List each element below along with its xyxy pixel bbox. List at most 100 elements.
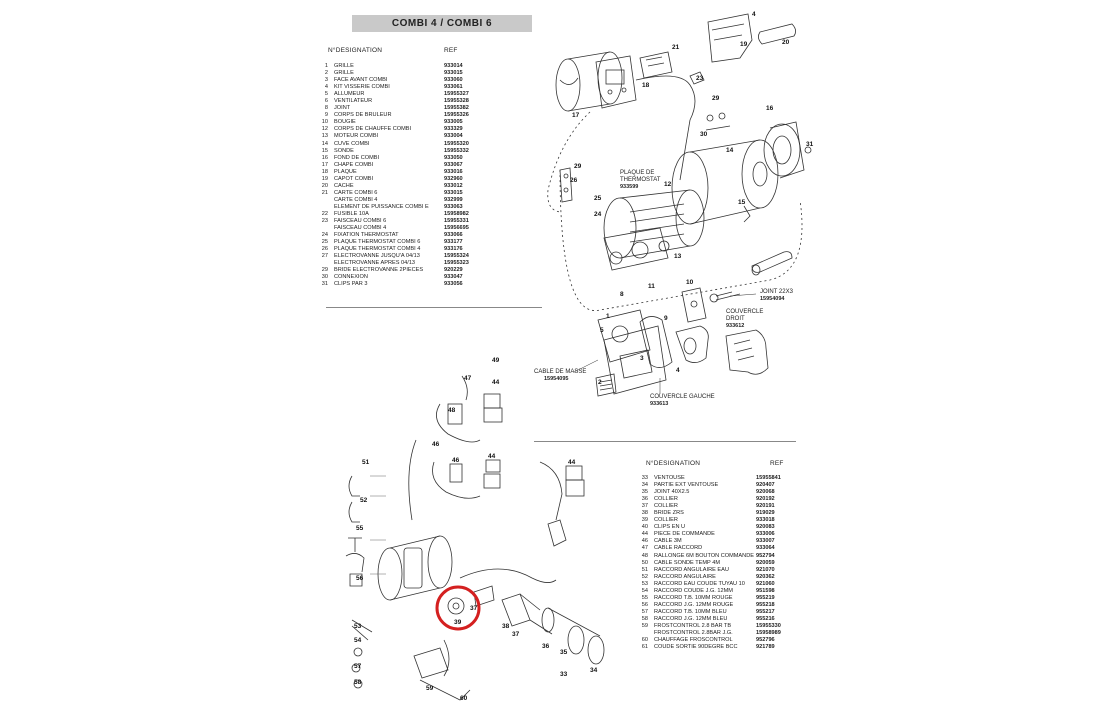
part-number: 27 xyxy=(321,253,328,260)
svg-text:38: 38 xyxy=(502,623,510,630)
part-designation: FAISCEAU COMBI 4 xyxy=(334,225,387,232)
svg-text:9: 9 xyxy=(664,315,668,322)
table1-header-designation: N°DESIGNATION xyxy=(328,47,383,54)
part-ref: 15955841 xyxy=(756,475,781,481)
svg-text:31: 31 xyxy=(806,141,814,148)
part-designation: GRILLE xyxy=(334,63,354,69)
part-designation: RACCORD T.B. 10MM BLEU xyxy=(654,608,727,615)
part-designation: COLLIER xyxy=(654,517,678,524)
part-ref: 15958982 xyxy=(444,210,469,217)
svg-text:24: 24 xyxy=(594,211,602,218)
part-designation: COUDE SORTIE 90DEGRE BCC xyxy=(654,644,738,651)
part-number: 56 xyxy=(641,601,648,608)
part-3-front-face xyxy=(603,325,667,395)
part-number: 9 xyxy=(324,112,328,119)
svg-text:34: 34 xyxy=(590,667,598,674)
svg-text:53: 53 xyxy=(354,623,362,630)
part-number: 38 xyxy=(641,510,648,517)
part-number: 47 xyxy=(641,545,648,552)
part-number: 30 xyxy=(321,274,328,281)
part-ref: 920407 xyxy=(756,482,775,489)
part-couvercle-gauche xyxy=(639,316,673,368)
part-ref: 921060 xyxy=(756,580,775,587)
part-designation: CACHE xyxy=(334,182,354,189)
part-ref: 955219 xyxy=(756,594,775,601)
svg-text:51: 51 xyxy=(362,459,370,466)
part-number: 16 xyxy=(321,154,328,161)
part-designation: CLIPS EN U xyxy=(654,524,686,531)
part-designation: FACE AVANT COMBI xyxy=(334,77,388,84)
table1-bottom-rule xyxy=(326,307,542,308)
parts-59-60 xyxy=(413,639,471,701)
part-designation: FROSTCONTROL 2.8BAR J.G. xyxy=(654,630,733,637)
part-designation: ELEMENT DE PUISSANCE COMBI E xyxy=(334,203,429,210)
part-number: 61 xyxy=(641,644,648,651)
svg-text:37: 37 xyxy=(470,605,478,612)
part-designation: CARTE COMBI 4 xyxy=(334,196,378,203)
svg-text:30: 30 xyxy=(700,131,708,138)
part-2-grille xyxy=(595,373,617,397)
part-19-capot xyxy=(707,13,753,63)
part-ref: 933063 xyxy=(444,203,463,210)
svg-text:19: 19 xyxy=(740,41,748,48)
callout-cable-masse-ref: 15954095 xyxy=(544,376,568,382)
part-number: 33 xyxy=(641,475,648,481)
part-designation: CAPOT COMBI xyxy=(334,175,374,182)
part-designation: VENTILATEUR xyxy=(334,98,373,105)
callout-couvercle-droit-ref: 933612 xyxy=(726,323,744,329)
svg-text:16: 16 xyxy=(766,105,774,112)
svg-text:23: 23 xyxy=(696,75,704,82)
part-ref: 920068 xyxy=(756,489,775,496)
part-number: 13 xyxy=(321,133,328,140)
part-designation: RALLONGE 6M BOUTON COMMANDE xyxy=(654,552,754,559)
part-21-board xyxy=(639,51,673,79)
part-ref: 15955332 xyxy=(444,147,469,154)
svg-text:4: 4 xyxy=(752,11,756,18)
part-ref: 919029 xyxy=(756,510,775,517)
svg-text:17: 17 xyxy=(572,112,580,119)
part-designation: PLAQUE THERMOSTAT COMBI 6 xyxy=(334,239,421,246)
part-designation: JOINT 40X2.5 xyxy=(654,489,690,496)
part-designation: GRILLE xyxy=(334,70,354,77)
part-number: 58 xyxy=(641,615,648,622)
part-ref: 933067 xyxy=(444,161,463,168)
part-ref: 933177 xyxy=(444,239,463,246)
svg-text:37: 37 xyxy=(512,631,520,638)
page-title: COMBI 4 / COMBI 6 xyxy=(352,15,532,32)
part-ref: 920083 xyxy=(756,524,775,531)
part-number: 40 xyxy=(641,524,648,531)
svg-text:11: 11 xyxy=(648,283,655,290)
part-number: 48 xyxy=(641,552,648,559)
callout-plaque-thermostat-ref: 933599 xyxy=(620,184,638,190)
svg-text:10: 10 xyxy=(686,279,694,286)
table2-header-ref: REF xyxy=(770,460,784,467)
part-designation: CONNEXION xyxy=(334,274,368,281)
table-row: ELEMENT DE PUISSANCE COMBI E 933063 xyxy=(314,204,524,211)
part-number: 8 xyxy=(324,105,328,112)
part-ref: 933329 xyxy=(444,126,463,133)
svg-text:46: 46 xyxy=(452,457,460,464)
svg-text:59: 59 xyxy=(426,685,434,692)
svg-text:46: 46 xyxy=(432,441,440,448)
part-designation: CLIPS PAR 3 xyxy=(334,281,368,288)
